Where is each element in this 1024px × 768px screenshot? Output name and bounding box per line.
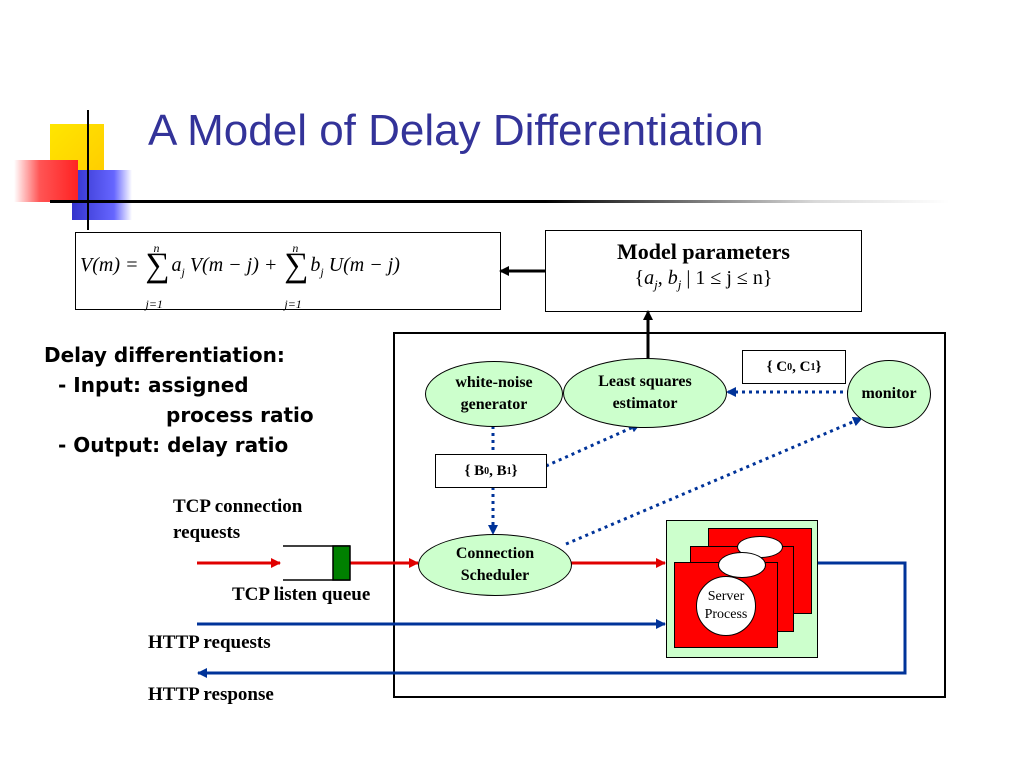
c-set-mid: , C bbox=[792, 358, 811, 375]
white-noise-label-1: white-noise bbox=[455, 374, 533, 391]
tcp-requests-line-2: requests bbox=[173, 522, 241, 543]
term2-fn: U(m − j) bbox=[328, 254, 400, 276]
queue-slot bbox=[332, 545, 351, 581]
sum-upper-1: n bbox=[153, 241, 160, 256]
connection-scheduler: Connection Scheduler bbox=[418, 534, 572, 596]
param-b-sub: j bbox=[677, 277, 682, 292]
server-circle-middle bbox=[718, 552, 766, 578]
b-set-mid: , B bbox=[489, 462, 507, 479]
set-condition: | 1 ≤ j ≤ n bbox=[681, 267, 763, 289]
corner-blue-square bbox=[72, 170, 132, 220]
estimator-label-2: estimator bbox=[612, 395, 678, 412]
corner-pink-square bbox=[14, 160, 78, 202]
param-a-sub: j bbox=[654, 277, 658, 292]
corner-vertical-line bbox=[87, 110, 89, 230]
server-label-1: Server bbox=[707, 589, 745, 604]
http-requests-label: HTTP requests bbox=[148, 632, 271, 653]
model-parameters-box: Model parameters {aj, bj | 1 ≤ j ≤ n} bbox=[545, 230, 862, 312]
equation-lhs: V(m) = bbox=[80, 254, 139, 276]
coef-a: a bbox=[171, 254, 182, 276]
sum-symbol-2: ∑ n j=1 bbox=[282, 241, 310, 311]
bullet-output: - Output: delay ratio bbox=[58, 433, 289, 457]
listen-queue-label: TCP listen queue bbox=[232, 584, 371, 605]
sum-lower-1: j=1 bbox=[145, 297, 163, 312]
model-parameters-title: Model parameters bbox=[617, 239, 790, 264]
sum-lower-2: j=1 bbox=[284, 297, 302, 312]
system-frame bbox=[393, 332, 946, 698]
monitor-label: monitor bbox=[861, 385, 917, 402]
coef-b: b bbox=[310, 254, 321, 276]
coef-b-sub: j bbox=[320, 265, 324, 279]
white-noise-label-2: generator bbox=[460, 396, 528, 413]
arrow-http-response bbox=[197, 561, 907, 678]
equation-box: V(m) = ∑ n j=1 aj V(m − j) + ∑ n j=1 bj … bbox=[75, 232, 501, 311]
scheduler-label-1: Connection bbox=[455, 545, 535, 562]
scheduler-label-2: Scheduler bbox=[460, 567, 530, 584]
b-set-open: { B bbox=[464, 462, 485, 479]
bullet-input-cont: process ratio bbox=[166, 403, 314, 427]
model-parameters-set: {aj, bj | 1 ≤ j ≤ n} bbox=[546, 267, 861, 293]
term1-fn: V(m − j) + bbox=[189, 254, 278, 276]
arrow-scheduler-to-monitor bbox=[565, 416, 863, 546]
slide-title: A Model of Delay Differentiation bbox=[148, 106, 764, 155]
param-b: b bbox=[667, 267, 678, 289]
set-close: } bbox=[762, 267, 773, 289]
monitor: monitor bbox=[847, 360, 931, 428]
http-response-label: HTTP response bbox=[148, 684, 274, 705]
set-open: { bbox=[634, 267, 645, 289]
equation: V(m) = ∑ n j=1 aj V(m − j) + ∑ n j=1 bj … bbox=[80, 241, 400, 311]
server-process: Server Process bbox=[696, 576, 756, 636]
b-set-0: 0 bbox=[484, 465, 490, 477]
estimator-label-1: Least squares bbox=[598, 373, 692, 390]
least-squares-estimator: Least squares estimator bbox=[563, 358, 727, 428]
tcp-requests-label: TCP connection requests bbox=[173, 494, 302, 546]
set-comma: , bbox=[657, 267, 663, 289]
sum-symbol-1: ∑ n j=1 bbox=[143, 241, 171, 311]
tcp-requests-line-1: TCP connection bbox=[173, 496, 303, 517]
white-noise-generator: white-noise generator bbox=[425, 361, 563, 427]
sum-upper-2: n bbox=[292, 241, 299, 256]
bullet-list: Delay differentiation: - Input: assigned… bbox=[44, 340, 314, 460]
title-underline bbox=[50, 200, 950, 203]
bullet-input: - Input: assigned bbox=[58, 373, 249, 397]
coef-a-sub: j bbox=[181, 265, 185, 279]
bullet-heading: Delay differentiation: bbox=[44, 343, 285, 367]
param-a: a bbox=[644, 267, 655, 289]
c-set-close: } bbox=[815, 358, 822, 375]
c-set-open: { C bbox=[766, 358, 788, 375]
b-set-close: } bbox=[511, 462, 518, 479]
arrow-bset-to-estimator bbox=[545, 422, 641, 468]
c-set-0: 0 bbox=[787, 361, 793, 373]
c-set-1: 1 bbox=[810, 361, 816, 373]
server-label-2: Process bbox=[704, 607, 748, 622]
b-set-1: 1 bbox=[506, 465, 512, 477]
